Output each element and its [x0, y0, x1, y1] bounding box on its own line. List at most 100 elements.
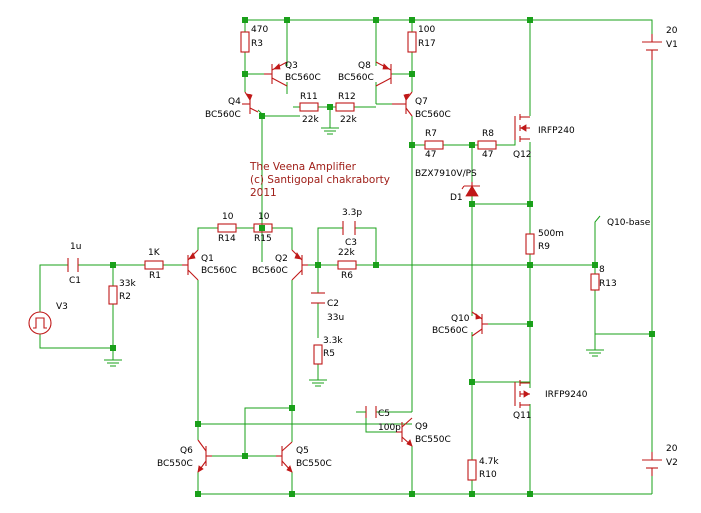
capacitor-c2: [311, 292, 325, 304]
r10-value: 4.7k: [479, 457, 499, 467]
r7-value: 47: [425, 150, 436, 160]
junction: [527, 321, 533, 327]
q4-ref: Q4: [228, 97, 241, 107]
ground-symbol: [321, 124, 339, 135]
junction: [527, 17, 533, 23]
r3-value: 470: [251, 25, 268, 35]
ground-symbol: [309, 376, 327, 387]
r6-value: 22k: [338, 248, 355, 258]
q6-ref: Q6: [180, 446, 193, 456]
q8-model: BC560C: [338, 73, 374, 83]
r11-value: 22k: [302, 115, 319, 125]
junction: [110, 345, 116, 351]
r3-ref: R3: [251, 39, 263, 49]
junction: [409, 142, 415, 148]
d1-model: BZX7910V/PS: [415, 169, 477, 179]
r8-value: 47: [482, 150, 493, 160]
junction: [195, 491, 201, 497]
junction: [373, 262, 379, 268]
junction: [289, 491, 295, 497]
r13-ref: R13: [599, 279, 617, 289]
battery-v2: [642, 452, 662, 476]
q3-ref: Q3: [285, 61, 298, 71]
transistor-q6: [197, 439, 212, 473]
r15-value: 10: [258, 212, 270, 222]
q1-model: BC560C: [201, 266, 237, 276]
c5-value: 100p: [378, 423, 401, 433]
r14-value: 10: [222, 212, 234, 222]
q1-ref: Q1: [201, 254, 214, 264]
q2-ref: Q2: [275, 254, 288, 264]
q5-model: BC550C: [296, 459, 332, 469]
resistor-r12: [335, 102, 355, 112]
resistor-r13: [590, 273, 600, 291]
r2-ref: R2: [119, 292, 131, 302]
resistor-r14: [217, 223, 237, 233]
q9-ref: Q9: [415, 422, 428, 432]
c1-value: 1u: [70, 242, 81, 252]
ground-symbol: [586, 346, 604, 357]
q5-ref: Q5: [296, 446, 309, 456]
junction: [469, 379, 475, 385]
q12-model: IRFP240: [538, 126, 575, 136]
resistor-r2: [108, 285, 118, 305]
r14-ref: R14: [218, 234, 236, 244]
junction: [409, 17, 415, 23]
r7-ref: R7: [425, 129, 437, 139]
r10-ref: R10: [479, 470, 497, 480]
r9-ref: R9: [538, 242, 550, 252]
r8-ref: R8: [482, 129, 494, 139]
r1-value: 1K: [148, 248, 161, 258]
junction: [242, 71, 248, 77]
r2-value: 33k: [119, 279, 136, 289]
junction: [327, 104, 333, 110]
r5-value: 3.3k: [323, 336, 343, 346]
transistor-q5: [276, 441, 293, 473]
resistor-r17: [407, 31, 417, 53]
c3-ref: C3: [345, 238, 357, 248]
mosfet-q12: [514, 114, 530, 142]
junction: [469, 142, 475, 148]
resistor-r11: [299, 102, 319, 112]
v2-ref: V2: [666, 458, 678, 468]
resistor-r5: [313, 344, 323, 365]
q10-ref: Q10: [451, 314, 470, 324]
junction: [315, 262, 321, 268]
junction: [409, 491, 415, 497]
resistor-r1: [144, 260, 164, 270]
title-line-2: (c) Santigopal chakraborty: [250, 174, 390, 186]
q8-ref: Q8: [358, 61, 371, 71]
resistor-r8: [477, 140, 497, 150]
junction: [409, 71, 415, 77]
junction: [110, 262, 116, 268]
transistor-q7: [375, 91, 413, 117]
transistor-q9: [396, 417, 413, 447]
junction: [527, 262, 533, 268]
junction: [527, 491, 533, 497]
resistors: [108, 31, 600, 481]
resistor-r15: [253, 223, 273, 233]
d1-ref: D1: [450, 193, 463, 203]
junction: [259, 113, 265, 119]
transistor-q10: [471, 311, 488, 337]
transistor-q4: [242, 91, 259, 114]
r9-value: 500m: [538, 229, 564, 239]
v1-value: 20: [666, 26, 678, 36]
wires: [39, 19, 653, 495]
r6-ref: R6: [341, 271, 353, 281]
r12-value: 22k: [340, 115, 357, 125]
v3-ref: V3: [56, 302, 68, 312]
r5-ref: R5: [323, 349, 335, 359]
component-labels: 470 R3 100 R17 Q3 BC560C Q8 BC560C Q4 BC…: [56, 25, 678, 480]
r15-ref: R15: [254, 234, 272, 244]
resistor-r6: [337, 260, 357, 270]
junction: [242, 17, 248, 23]
r17-ref: R17: [418, 39, 436, 49]
transistor-q3: [264, 61, 288, 87]
q6-model: BC550C: [157, 459, 193, 469]
junction: [259, 225, 265, 231]
q3-model: BC560C: [285, 73, 321, 83]
c2-ref: C2: [327, 299, 339, 309]
junction: [469, 201, 475, 207]
